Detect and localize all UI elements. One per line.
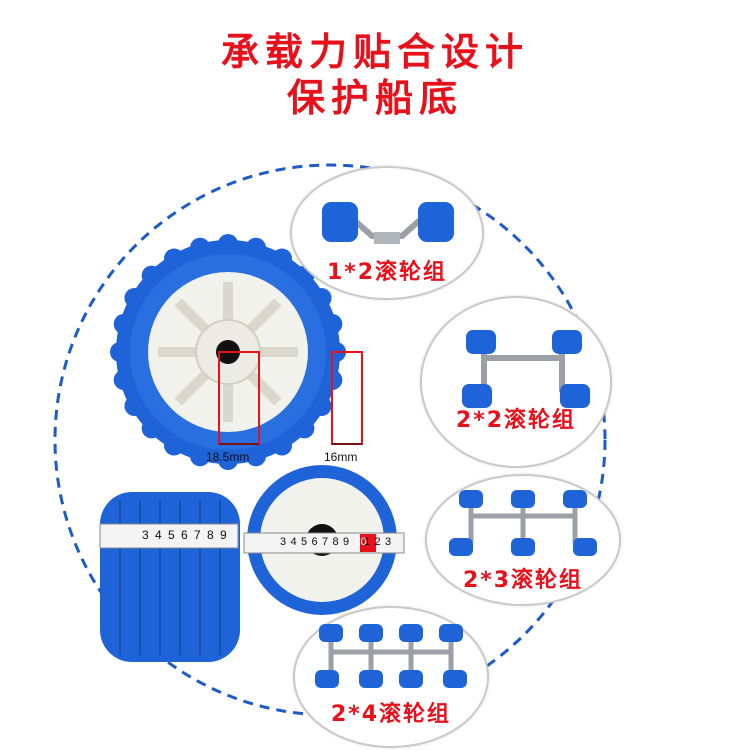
ruler-number: 3 <box>142 528 150 542</box>
rim-width-label: 16mm <box>324 450 358 464</box>
ruler-number: 5 <box>168 528 176 542</box>
set-label-2x2: 2*2滚轮组 <box>455 408 577 433</box>
tape-measure-left <box>99 523 239 549</box>
ruler-number: 6 <box>181 528 189 542</box>
roller-set-2x4: 2*4滚轮组 <box>293 606 489 748</box>
ruler-number: 1 <box>364 536 372 548</box>
headline-line-2: 保护船底 <box>286 76 463 120</box>
ruler-number: 9 <box>220 528 228 542</box>
set-label-2x4: 2*4滚轮组 <box>330 702 452 727</box>
roller-set-2x3: 2*3滚轮组 <box>425 474 621 606</box>
ruler-number: 4 <box>290 536 298 548</box>
set-label-1x2: 1*2滚轮组 <box>326 260 448 285</box>
ruler-number: 3 <box>280 536 288 548</box>
ruler-number: 3 <box>385 536 393 548</box>
set-label-2x3: 2*3滚轮组 <box>462 568 584 593</box>
ruler-number: 7 <box>194 528 202 542</box>
inner-diameter-label: 18.5mm <box>206 450 250 464</box>
headline-line-1: 承载力贴合设计 <box>220 30 529 74</box>
ruler-number: 6 <box>311 536 319 548</box>
ruler-number: 8 <box>207 528 215 542</box>
ruler-number: 2 <box>374 536 382 548</box>
ruler-number: 4 <box>155 528 163 542</box>
ruler-number: 10 <box>353 536 368 548</box>
side-roller <box>100 492 240 662</box>
ruler-number: 5 <box>301 536 309 548</box>
ruler-number: 9 <box>343 536 351 548</box>
ruler-number: 7 <box>322 536 330 548</box>
roller-set-2x2: 2*2滚轮组 <box>420 296 612 468</box>
ruler-number: 8 <box>332 536 340 548</box>
roller-set-1x2: 1*2滚轮组 <box>290 166 484 300</box>
